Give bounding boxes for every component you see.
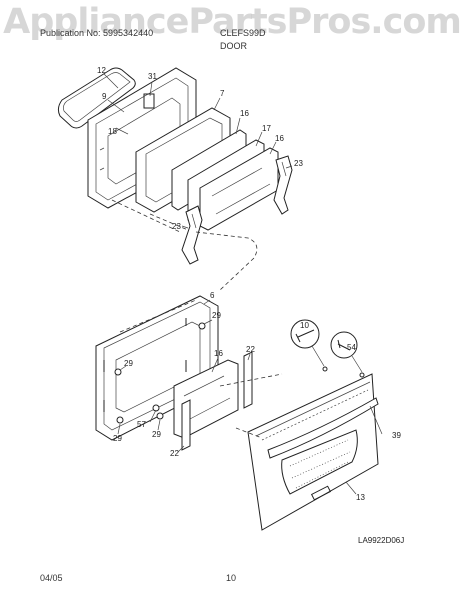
part-16-lower-glass-shine (183, 375, 231, 421)
part-10-leader (311, 345, 325, 367)
part-29-screws (114, 322, 206, 424)
callout-29-bottom: 29 (152, 430, 161, 439)
callout-57: 57 (137, 420, 146, 429)
callout-12: 12 (97, 66, 106, 75)
part-54-screw (337, 339, 351, 351)
callout-16-lower: 16 (214, 349, 223, 358)
part-10-screw-location (322, 366, 328, 372)
part-13-window (281, 429, 358, 495)
part-57-screw (152, 404, 160, 412)
callout-29-corner: 29 (113, 434, 122, 443)
part-16-glass-shine (211, 167, 271, 215)
callout-18: 18 (108, 127, 117, 136)
model-number: CLEFS99D (220, 28, 266, 38)
callout-39: 39 (392, 431, 401, 440)
part-13-outer-door (247, 373, 379, 531)
part-12-gasket-inner (63, 72, 131, 122)
assembly-line (235, 427, 263, 439)
callout-22-right: 22 (246, 345, 255, 354)
part-23-hinge-detail (191, 161, 287, 229)
watermark: AppliancePartsPros.com (3, 2, 462, 42)
callout-22-left: 22 (170, 449, 179, 458)
part-13-top-edge (255, 381, 371, 437)
callout-54: 54 (347, 343, 356, 352)
callout-17: 17 (262, 124, 271, 133)
part-54-detail-circle (330, 331, 358, 359)
part-12-gasket (57, 67, 136, 129)
section-title: DOOR (220, 41, 247, 51)
part-13-window-texture (289, 439, 351, 489)
part-10-detail-circle (290, 319, 320, 349)
part-23-hinge-left (181, 205, 203, 265)
part-9-detail (99, 167, 105, 171)
callout-9: 9 (102, 92, 107, 101)
assembly-line (111, 199, 181, 233)
part-31-clip (143, 93, 155, 109)
callout-16-glass: 16 (275, 134, 284, 143)
upper-callout-leaders (103, 73, 293, 229)
assembly-line (149, 213, 189, 231)
part-13-vent-slots (261, 389, 369, 441)
assembly-line (219, 373, 283, 387)
part-6-slots (103, 318, 187, 412)
callout-16-upper: 16 (240, 109, 249, 118)
footer-date: 04/05 (40, 573, 63, 583)
part-54-screw-location (359, 372, 365, 378)
publication-number: Publication No: 5995342440 (40, 28, 154, 38)
callout-13: 13 (356, 493, 365, 502)
callout-29-left: 29 (124, 359, 133, 368)
part-54-leader (351, 355, 363, 373)
part-22-channel-left (181, 399, 191, 451)
lower-callout-leaders (117, 299, 383, 495)
callout-6: 6 (210, 291, 215, 300)
part-9-detail (99, 147, 105, 151)
callout-10: 10 (300, 321, 309, 330)
callout-7: 7 (220, 89, 225, 98)
footer-page-number: 10 (226, 573, 237, 583)
part-39-handle (267, 397, 379, 459)
assembly-line (195, 231, 258, 291)
callout-29-top: 29 (212, 311, 221, 320)
callout-23-right: 23 (294, 159, 303, 168)
callout-31: 31 (148, 72, 157, 81)
diagram-code: LA9922D06J (358, 536, 404, 545)
part-23-hinge-right (273, 155, 293, 215)
callout-23-left: 23 (172, 222, 181, 231)
part-22-channel-right (243, 351, 253, 409)
part-13-badge (310, 485, 332, 501)
part-10-screw (295, 329, 315, 343)
